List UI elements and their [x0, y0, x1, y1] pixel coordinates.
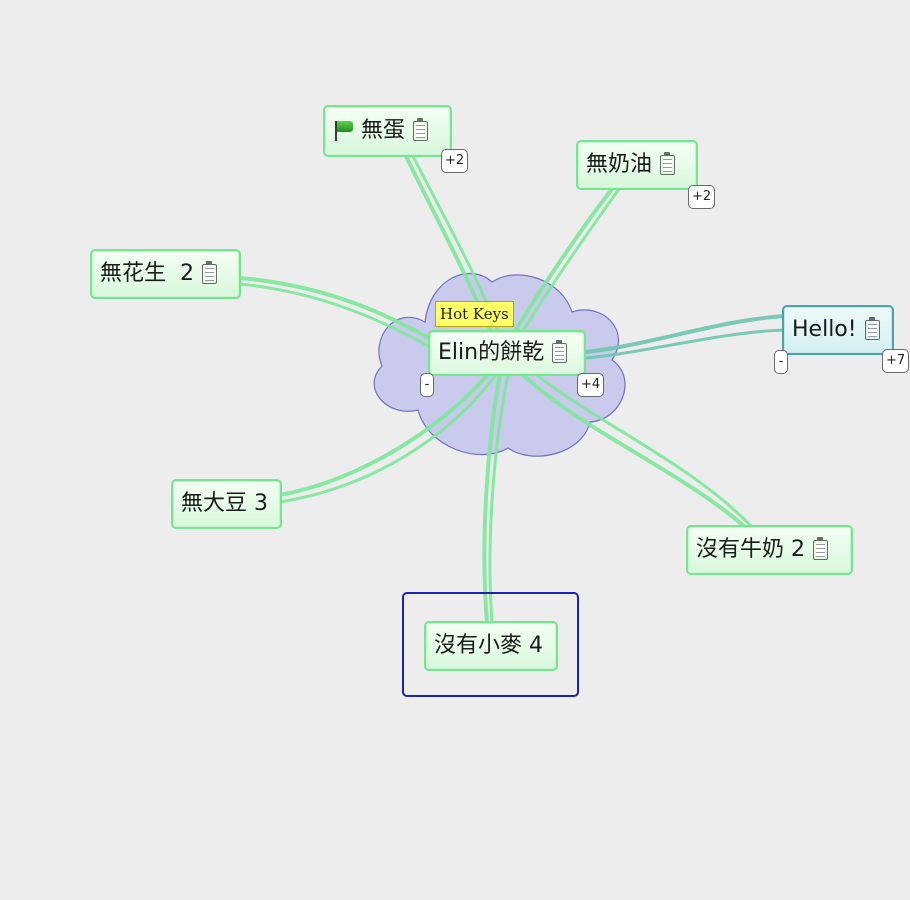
branch-no-soy-2: [278, 370, 500, 504]
branch-no-soy: [278, 370, 492, 497]
node-no-butter[interactable]: 無奶油: [576, 140, 698, 190]
center-collapse-button[interactable]: -: [420, 373, 434, 397]
branch-no-milk: [518, 370, 747, 529]
branch-no-wheat-2: [488, 372, 510, 624]
note-icon[interactable]: [201, 261, 217, 284]
hello-expand-button[interactable]: +7: [882, 349, 910, 373]
center-expand-button[interactable]: +4: [577, 373, 605, 397]
branch-hello: [584, 314, 787, 354]
hot-keys-tooltip: Hot Keys: [435, 301, 514, 327]
branch-no-peanut: [238, 276, 434, 342]
note-icon[interactable]: [813, 537, 828, 560]
branch-no-butter: [510, 183, 617, 338]
note-icon[interactable]: [413, 118, 429, 141]
node-no-peanut[interactable]: 無花生 2: [90, 249, 241, 299]
node-no-wheat[interactable]: 沒有小麥 4: [424, 621, 558, 671]
note-icon[interactable]: [864, 317, 880, 340]
branch-no-wheat: [482, 372, 502, 624]
node-no-egg[interactable]: 無蛋: [323, 105, 452, 157]
no-egg-expand-button[interactable]: +2: [441, 149, 469, 173]
note-icon[interactable]: [660, 152, 676, 175]
node-no-egg-label: 無蛋: [361, 118, 406, 143]
hello-collapse-button[interactable]: -: [774, 350, 788, 374]
node-hello[interactable]: Hello!: [782, 305, 894, 355]
branch-group: [238, 148, 787, 624]
node-no-soy-label: 無大豆 3: [181, 491, 268, 516]
branch-hello-2: [584, 328, 787, 360]
center-node-label: Elin的餅乾: [438, 340, 545, 365]
node-hello-label: Hello!: [792, 317, 857, 342]
node-no-wheat-label: 沒有小麥 4: [434, 633, 543, 658]
branch-no-peanut-2: [238, 282, 434, 350]
green-flag-icon: [333, 120, 355, 142]
no-butter-expand-button[interactable]: +2: [688, 185, 716, 209]
note-icon[interactable]: [552, 340, 568, 363]
node-no-milk-label: 沒有牛奶 2: [696, 537, 805, 562]
node-no-peanut-label: 無花生 2: [100, 261, 194, 286]
selection-box: [402, 592, 579, 697]
center-node[interactable]: Elin的餅乾: [428, 330, 586, 376]
branch-no-butter-2: [518, 183, 624, 338]
branch-no-milk-2: [526, 366, 754, 529]
node-no-soy[interactable]: 無大豆 3: [171, 479, 282, 529]
node-no-butter-label: 無奶油: [586, 152, 653, 177]
node-no-milk[interactable]: 沒有牛奶 2: [686, 525, 853, 575]
